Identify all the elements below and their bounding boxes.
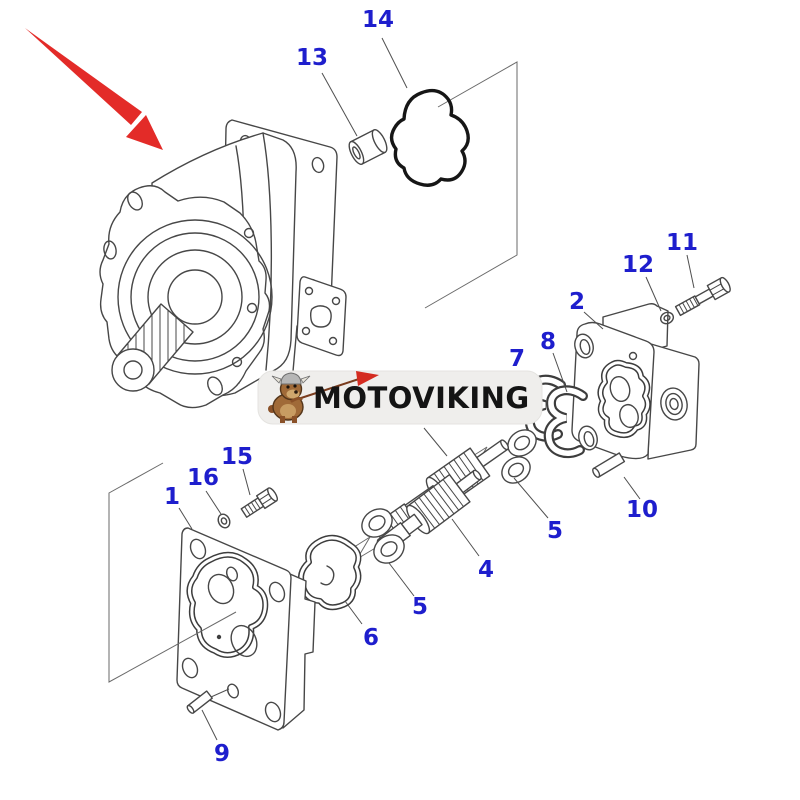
bushing-13-drawing [348, 129, 388, 165]
part-labels: 1 2 4 5 5 6 7 8 9 10 11 12 13 14 15 16 [164, 7, 698, 767]
watermark-text: MOTOVIKING [313, 381, 530, 415]
part-label-14: 14 [362, 7, 394, 33]
part-label-15: 15 [221, 444, 253, 470]
gasket-6-drawing [298, 534, 362, 611]
pump-assembly-drawing [99, 119, 347, 409]
projection-plane-bottom [108, 462, 237, 683]
gasket-14-drawing [389, 88, 470, 187]
part-label-7: 7 [509, 346, 525, 372]
part-label-9: 9 [214, 741, 230, 767]
red-pointer-arrow-icon [25, 28, 163, 150]
part-label-4: 4 [478, 557, 494, 583]
part-label-5-left: 5 [412, 594, 428, 620]
bolt-15-drawing [240, 487, 279, 518]
part-label-8: 8 [540, 329, 556, 355]
part-label-2: 2 [569, 289, 585, 315]
rear-cover-2-drawing [571, 303, 700, 460]
viking-dog-mascot-icon [268, 371, 379, 423]
part-label-6: 6 [363, 625, 379, 651]
projection-plane-top [424, 61, 518, 309]
pin-9-drawing [186, 690, 213, 714]
part-label-12: 12 [622, 252, 654, 278]
bolt-11-drawing [674, 276, 731, 317]
part-label-11: 11 [666, 230, 698, 256]
bearing-plate-5-right-drawing [501, 429, 537, 484]
seal-8-drawing [543, 385, 588, 459]
part-label-5-right: 5 [547, 518, 563, 544]
leader-lines [178, 37, 695, 741]
pin-10-drawing [592, 452, 626, 478]
assembly-zigzag-line [350, 536, 378, 560]
watermark-badge: MOTOVIKING [257, 370, 543, 425]
part-label-13: 13 [296, 45, 328, 71]
part-label-16: 16 [187, 465, 219, 491]
bearing-plate-5-left-drawing [361, 508, 405, 564]
part-label-10: 10 [626, 497, 658, 523]
front-cover-1-drawing [176, 527, 316, 731]
washer-12-drawing [659, 311, 675, 325]
part-label-1: 1 [164, 484, 180, 510]
washer-16-drawing [217, 513, 231, 529]
